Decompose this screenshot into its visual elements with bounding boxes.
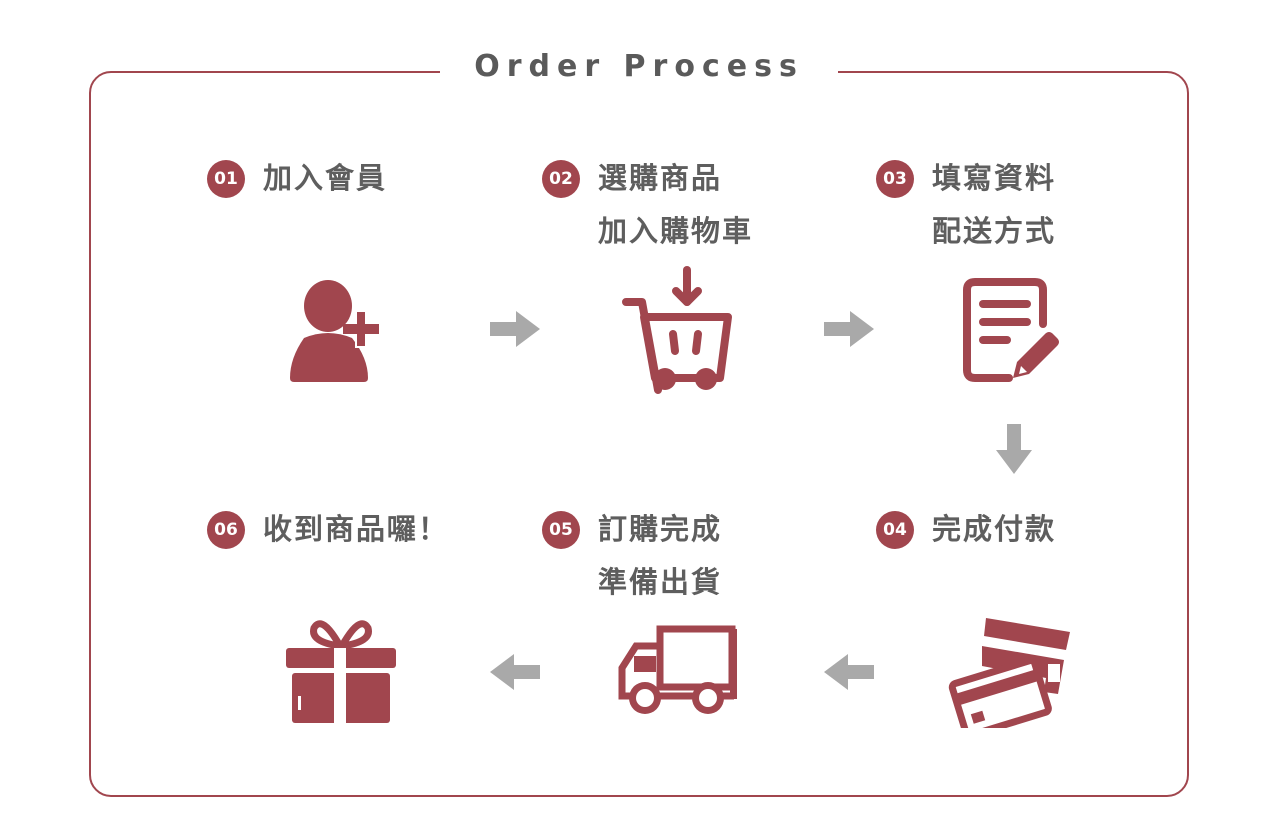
step-06: 06 收到商品囉！	[207, 510, 449, 556]
arrow-down-icon	[996, 424, 1032, 474]
step-label-line: 加入會員	[263, 161, 388, 195]
step-01: 01 加入會員	[207, 159, 387, 205]
step-number-badge: 06	[207, 511, 245, 549]
step-label-line: 選購商品	[598, 161, 723, 195]
step-label: 加入會員	[263, 152, 387, 205]
step-label-line: 加入購物車	[598, 214, 754, 248]
arrow-left-icon	[490, 654, 540, 690]
shopping-cart-icon	[622, 266, 732, 394]
step-label-line: 完成付款	[932, 512, 1057, 546]
step-label: 收到商品囉！	[263, 503, 449, 556]
step-label: 選購商品加入購物車	[598, 152, 753, 258]
step-02: 02 選購商品加入購物車	[542, 159, 753, 258]
step-label-line: 配送方式	[932, 214, 1057, 248]
step-label: 完成付款	[932, 503, 1056, 556]
step-number-badge: 05	[542, 511, 580, 549]
credit-card-icon	[948, 618, 1070, 728]
arrow-left-icon	[824, 654, 874, 690]
step-label: 填寫資料配送方式	[932, 152, 1056, 258]
step-label-line: 收到商品囉！	[263, 512, 450, 546]
step-03: 03 填寫資料配送方式	[876, 159, 1056, 258]
gift-icon	[286, 620, 396, 724]
step-label: 訂購完成準備出貨	[598, 503, 722, 609]
step-number-badge: 03	[876, 160, 914, 198]
truck-icon	[618, 625, 737, 714]
step-number-badge: 01	[207, 160, 245, 198]
page-title: Order Process	[440, 44, 838, 90]
arrow-right-icon	[490, 311, 540, 347]
user-add-icon	[290, 280, 379, 382]
step-label-line: 準備出貨	[598, 565, 723, 599]
step-04: 04 完成付款	[876, 510, 1056, 556]
step-number-badge: 04	[876, 511, 914, 549]
step-label-line: 填寫資料	[932, 161, 1057, 195]
step-label-line: 訂購完成	[598, 512, 723, 546]
form-edit-icon	[963, 278, 1059, 382]
step-number-badge: 02	[542, 160, 580, 198]
arrow-right-icon	[824, 311, 874, 347]
step-05: 05 訂購完成準備出貨	[542, 510, 722, 609]
